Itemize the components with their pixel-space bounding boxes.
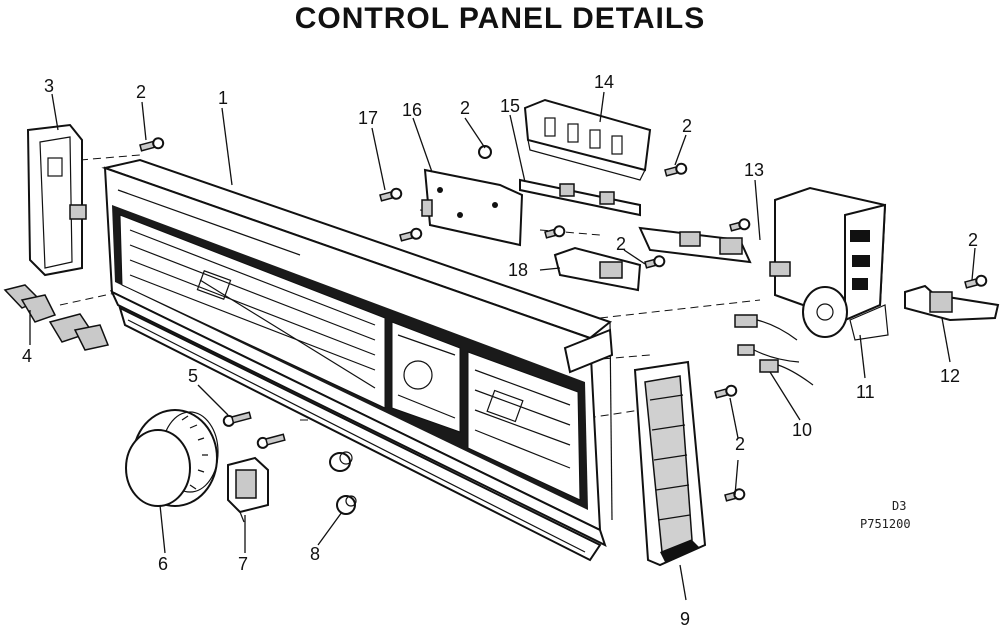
callout-3: 3 [44, 76, 54, 96]
pushbutton-switch-block [523, 98, 652, 181]
callout-1: 1 [218, 88, 228, 108]
control-knob [125, 409, 219, 507]
diagram-codes: D3 P751200 [860, 499, 911, 531]
left-end-cap [26, 123, 87, 277]
mounting-plate [421, 168, 524, 247]
wire-terminals [734, 314, 814, 386]
callout-16: 16 [402, 100, 422, 120]
bushings [329, 451, 357, 515]
callout-9: 9 [680, 609, 690, 629]
callout-2: 2 [460, 98, 470, 118]
callout-10: 10 [792, 420, 812, 440]
diagram-title: CONTROL PANEL DETAILS [294, 2, 706, 35]
callout-11: 11 [856, 382, 875, 402]
wire-connectors [3, 284, 110, 351]
callout-17: 17 [358, 108, 378, 128]
timer-motor [769, 186, 889, 341]
callout-2: 2 [968, 230, 978, 250]
small-switch [553, 246, 642, 292]
callout-6: 6 [158, 554, 168, 574]
callout-12: 12 [940, 366, 960, 386]
timer-bracket [904, 284, 1000, 322]
callout-4: 4 [22, 346, 32, 366]
callout-13: 13 [744, 160, 764, 180]
rocker-switch [227, 456, 269, 523]
callout-labels: 1 2 2 2 2 2 2 3 4 5 6 7 8 9 10 11 12 13 … [22, 72, 978, 629]
callout-8: 8 [310, 544, 320, 564]
callout-14: 14 [594, 72, 614, 92]
control-panel-faceplate [112, 189, 588, 510]
callout-2: 2 [682, 116, 692, 136]
actuator-rod [519, 178, 641, 217]
diagram-code-d3: D3 [892, 499, 906, 513]
callout-5: 5 [188, 366, 198, 386]
diagram-code-part: P751200 [860, 517, 911, 531]
callout-7: 7 [238, 554, 248, 574]
leader-lines [29, 91, 976, 601]
callout-15: 15 [500, 96, 520, 116]
callout-2: 2 [616, 234, 626, 254]
callout-18: 18 [508, 260, 528, 280]
switch-bar [638, 226, 752, 264]
callout-2: 2 [735, 434, 745, 454]
screws [139, 137, 988, 502]
callout-2: 2 [136, 82, 146, 102]
right-trim-strip [633, 360, 707, 567]
